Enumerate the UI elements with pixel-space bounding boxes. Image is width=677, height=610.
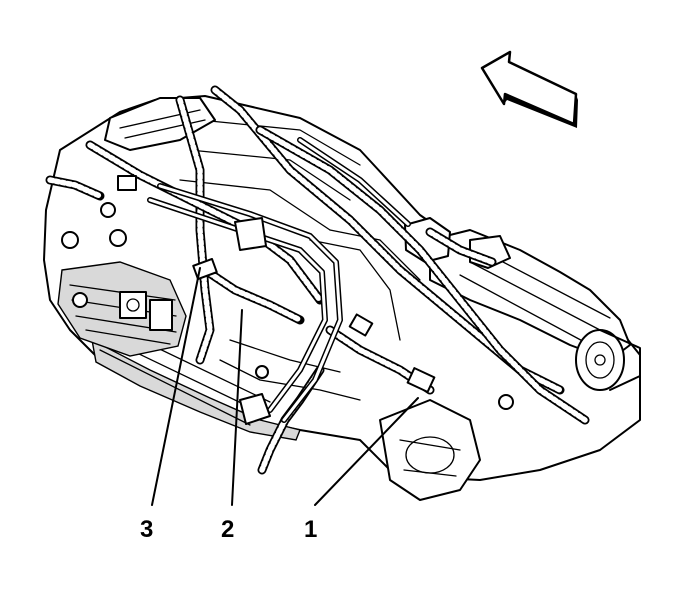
leader-lines xyxy=(151,267,419,506)
valve-body xyxy=(57,261,187,357)
wiring-harness xyxy=(45,85,590,475)
transmission-assembly xyxy=(43,95,641,501)
leader-line-3 xyxy=(151,267,201,506)
speed-sensor xyxy=(379,399,481,501)
cooler-lines xyxy=(147,137,411,425)
output-flange xyxy=(575,329,641,391)
callout-2: 2 xyxy=(221,516,234,543)
leader-line-2 xyxy=(231,309,243,506)
callout-3: 3 xyxy=(140,516,153,543)
leader-line-1 xyxy=(314,397,419,506)
callout-1: 1 xyxy=(304,516,317,543)
front-direction-arrow-icon xyxy=(480,50,578,128)
harness-connectors xyxy=(117,175,436,393)
